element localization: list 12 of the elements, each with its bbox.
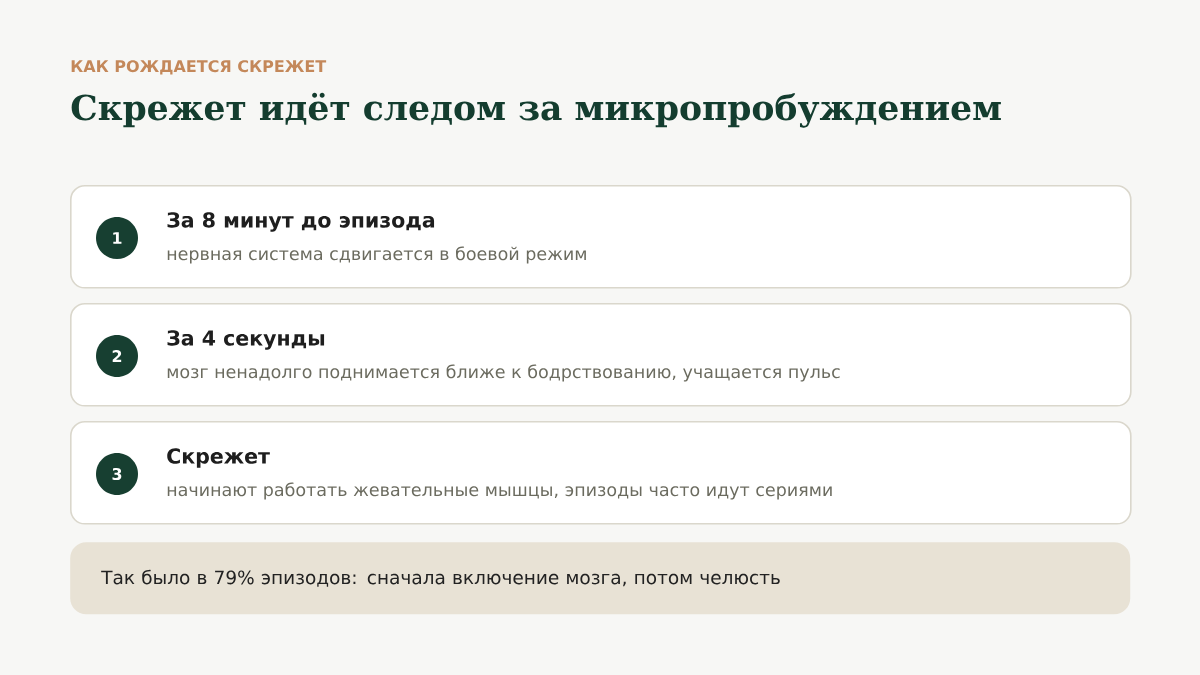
step-description: нервная система сдвигается в боевой режим — [167, 246, 586, 264]
step-description: мозг ненадолго поднимается ближе к бодрствованию, учащается пульс — [167, 364, 840, 382]
step-heading: За 8 минут до эпизода — [167, 212, 435, 232]
step-number-badge: 1 — [96, 217, 138, 259]
step-number-badge: 3 — [96, 453, 138, 495]
step-heading: За 4 секунды — [167, 330, 325, 350]
step-heading: Скрежет — [167, 448, 270, 468]
kicker-text: КАК РОЖДАЕТСЯ СКРЕЖЕТ — [71, 60, 327, 75]
note-banner: Так было в 79% эпизодов: сначала включение мозга, потом челюсть — [70, 542, 1131, 615]
title: Скрежет идёт следом за микропробуждением — [71, 92, 1001, 128]
step-description: начинают работать жевательные мышцы, эпизоды часто идут сериями — [167, 482, 832, 500]
step-number-badge: 2 — [96, 335, 138, 377]
